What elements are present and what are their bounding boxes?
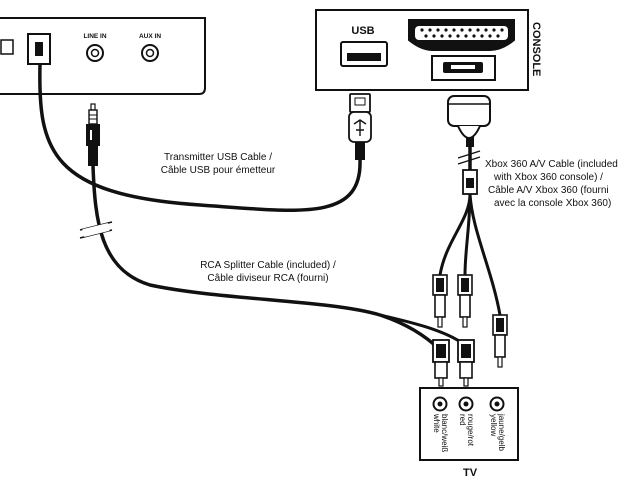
- rca-splitter-label-line1: RCA Splitter Cable (included) /: [200, 260, 336, 271]
- av-cable-label-line1: Xbox 360 A/V Cable (included: [485, 159, 618, 170]
- av-cable-label-line4: avec la console Xbox 360): [494, 198, 611, 209]
- usb-label: USB: [351, 25, 374, 37]
- splitter-rca-white: [432, 339, 450, 387]
- tv-jack-label-white-line2: blanc/weiß: [440, 414, 449, 452]
- transmitter-unit: LINE IN AUX IN: [0, 17, 206, 95]
- tv-label: TV: [463, 467, 478, 479]
- transmitter-usb-slot: [35, 42, 43, 56]
- tv-jack-label-yellow-line1: yellow: [489, 414, 498, 436]
- usb-cable: [38, 63, 362, 212]
- av-cable-head: [447, 95, 491, 147]
- usb-cable-label-line2: Câble USB pour émetteur: [161, 165, 276, 176]
- console-label: CONSOLE: [530, 22, 542, 76]
- transmitter-side-tab: [0, 39, 14, 55]
- splitter-rca-red: [457, 339, 475, 387]
- rca-splitter-branch: [379, 313, 466, 347]
- line-in-label: LINE IN: [83, 33, 106, 40]
- tv-jack-label-white-line1: white: [432, 413, 441, 433]
- console-panel: USB CONSOLE: [315, 9, 542, 91]
- av-cable-label-line2: with Xbox 360 console) /: [493, 172, 603, 183]
- av-rca-plug-red: [457, 274, 473, 328]
- usb-plug: [348, 93, 372, 160]
- usb-cable-label-line1: Transmitter USB Cable /: [164, 152, 272, 163]
- usb-trident-icon: [353, 119, 367, 136]
- audio-mini-plug: [86, 103, 100, 166]
- av-branch-yellow: [468, 193, 502, 316]
- av-cable-label-line3: Câble A/V Xbox 360 (fourni: [488, 185, 609, 196]
- usb-plug-strain-relief: [355, 142, 365, 160]
- av-rca-plug-yellow: [492, 314, 508, 368]
- tv-jack-label-red-line2: rouge/rot: [466, 414, 475, 447]
- aux-in-label: AUX IN: [139, 33, 161, 40]
- av-rca-plug-white: [432, 274, 448, 328]
- rca-splitter-cable: [91, 165, 442, 352]
- tv-jack-label-yellow-line2: jaune/gelb: [497, 413, 506, 451]
- rca-splitter-label-line2: Câble diviseur RCA (fourni): [207, 273, 328, 284]
- tv-jack-label-red-line1: red: [458, 414, 467, 426]
